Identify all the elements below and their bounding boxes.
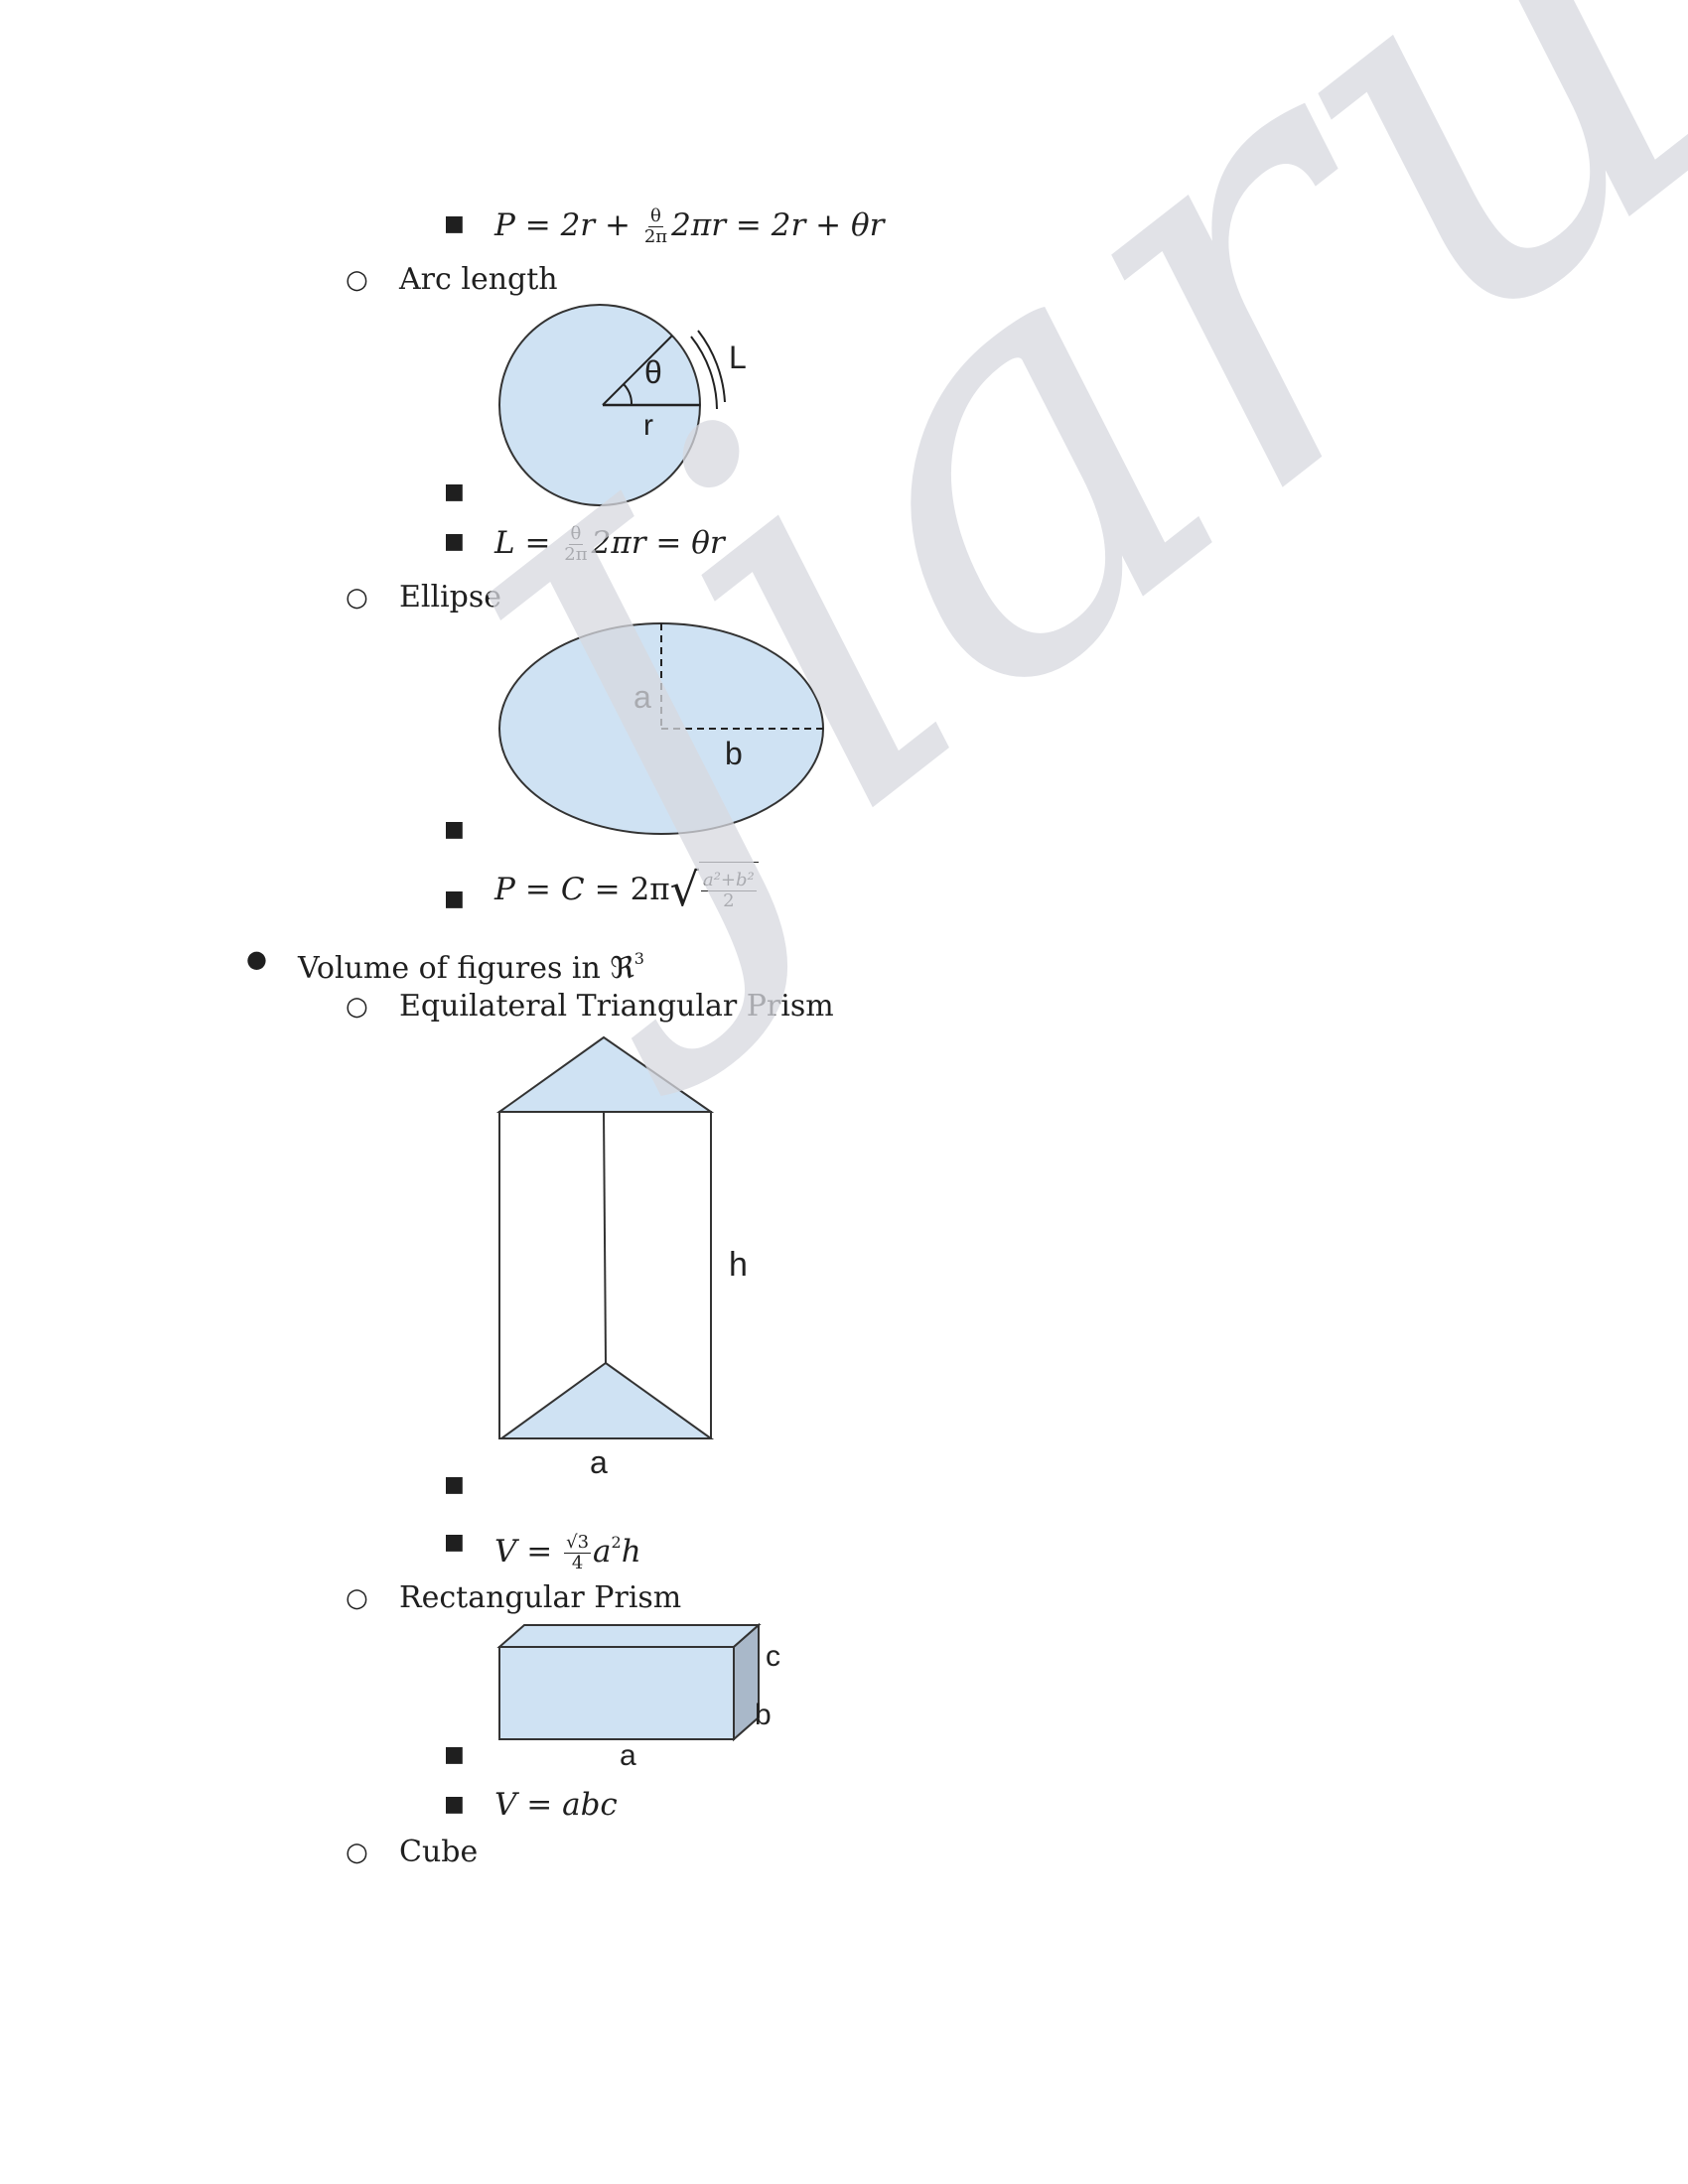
c-label: c	[766, 1640, 780, 1673]
cube-label: Cube	[399, 1835, 479, 1869]
bullet-square: ■	[444, 1530, 465, 1555]
angle-line	[602, 335, 673, 406]
ellipse-figure: a b	[498, 622, 824, 835]
bullet-square: ■	[444, 1742, 465, 1767]
bullet-square: ■	[444, 529, 465, 554]
arc-length-label: Arc length	[399, 262, 558, 297]
arc-length-figure: θ r L	[498, 304, 747, 506]
bullet-square: ■	[444, 817, 465, 842]
box-front-face	[498, 1646, 735, 1740]
triangular-prism-figure: h a	[495, 1035, 748, 1480]
a-label: a	[590, 1444, 608, 1480]
a-label: a	[620, 1739, 636, 1772]
ellipse-label: Ellipse	[399, 580, 502, 614]
rectangular-prism-formula: V = abc	[494, 1787, 618, 1823]
rectangular-prism-figure: c b a	[496, 1622, 780, 1772]
bullet-circle: ○	[346, 992, 368, 1022]
rectangular-prism-label: Rectangular Prism	[399, 1580, 682, 1615]
triangular-prism-label: Equilateral Triangular Prism	[399, 989, 834, 1024]
volume-heading: Volume of figures in ℜ3	[298, 949, 644, 986]
r-label: r	[643, 409, 653, 442]
prism-bottom-face	[497, 1361, 715, 1439]
l-label: L	[729, 340, 747, 375]
bullet-square: ■	[444, 211, 465, 236]
bullet-circle: ○	[346, 265, 368, 295]
angle-arc	[623, 383, 633, 406]
prism-top-face	[495, 1035, 715, 1113]
prism-back-edge	[603, 1111, 607, 1364]
bullet-square: ■	[444, 887, 465, 911]
bullet-square: ■	[444, 479, 465, 504]
b-label: b	[755, 1699, 772, 1731]
a-label: a	[633, 679, 651, 715]
theta-label: θ	[644, 354, 662, 390]
arc-length-marker-2	[697, 330, 726, 403]
box-top-face	[496, 1624, 762, 1648]
bullet-circle: ○	[346, 583, 368, 613]
h-label: h	[729, 1246, 748, 1284]
bullet-disc: ●	[246, 945, 267, 973]
bullet-circle: ○	[346, 1838, 368, 1867]
b-label: b	[725, 736, 743, 771]
bullet-square: ■	[444, 1472, 465, 1497]
bullet-circle: ○	[346, 1583, 368, 1613]
bullet-square: ■	[444, 1792, 465, 1817]
arc-length-marker-1	[690, 336, 718, 410]
